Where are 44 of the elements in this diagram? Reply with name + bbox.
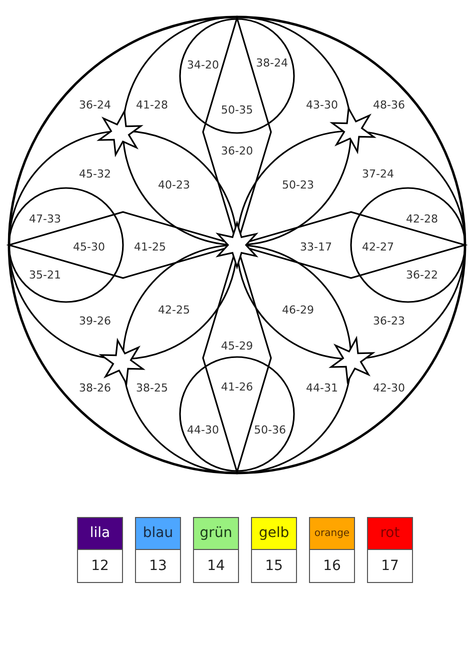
subtraction-task: 47-33 [29, 214, 61, 224]
subtraction-task: 43-30 [306, 100, 338, 110]
color-name: gelb [258, 524, 290, 543]
subtraction-task: 41-25 [134, 242, 166, 252]
number-cell: 16 [309, 550, 355, 583]
subtraction-task: 44-30 [187, 424, 219, 436]
subtraction-task: 45-32 [79, 168, 111, 180]
subtraction-task: 41-26 [221, 382, 253, 392]
subtraction-task: 34-20 [187, 60, 219, 70]
subtraction-task: 36-24 [79, 100, 111, 110]
color-name: blau [142, 524, 174, 543]
number-cell: 12 [77, 550, 123, 583]
subtraction-task: 41-28 [136, 100, 168, 110]
subtraction-task: 45-30 [73, 242, 105, 252]
subtraction-task: 36-23 [373, 316, 405, 326]
number-cell: 15 [251, 550, 297, 583]
subtraction-task: 42-28 [406, 214, 438, 224]
number-cell: 13 [135, 550, 181, 583]
subtraction-task: 40-23 [158, 180, 190, 190]
color-name: rot [380, 524, 400, 543]
color-name: grün [200, 524, 232, 543]
subtraction-task: 44-31 [306, 382, 338, 394]
subtraction-task: 33-17 [300, 242, 332, 252]
subtraction-task: 42-25 [158, 304, 190, 316]
subtraction-task: 46-29 [282, 304, 314, 316]
subtraction-task: 37-24 [362, 168, 394, 180]
subtraction-task: 39-26 [79, 316, 111, 326]
subtraction-task: 42-30 [373, 382, 405, 394]
subtraction-task: 50-36 [254, 424, 286, 436]
subtraction-task: 36-20 [221, 146, 253, 156]
color-name: orange [314, 527, 350, 541]
color-name: lila [90, 524, 110, 543]
subtraction-task: 35-21 [29, 270, 61, 280]
subtraction-task: 38-24 [256, 58, 288, 68]
subtraction-task: 50-35 [221, 104, 253, 116]
subtraction-task: 38-25 [136, 382, 168, 394]
subtraction-task: 38-26 [79, 382, 111, 394]
number-cell: 14 [193, 550, 239, 583]
subtraction-task: 42-27 [362, 242, 394, 252]
subtraction-task: 50-23 [282, 180, 314, 190]
subtraction-task: 45-29 [221, 340, 253, 352]
subtraction-task: 36-22 [406, 270, 438, 280]
subtraction-task: 48-36 [373, 100, 405, 110]
number-cell: 17 [367, 550, 413, 583]
